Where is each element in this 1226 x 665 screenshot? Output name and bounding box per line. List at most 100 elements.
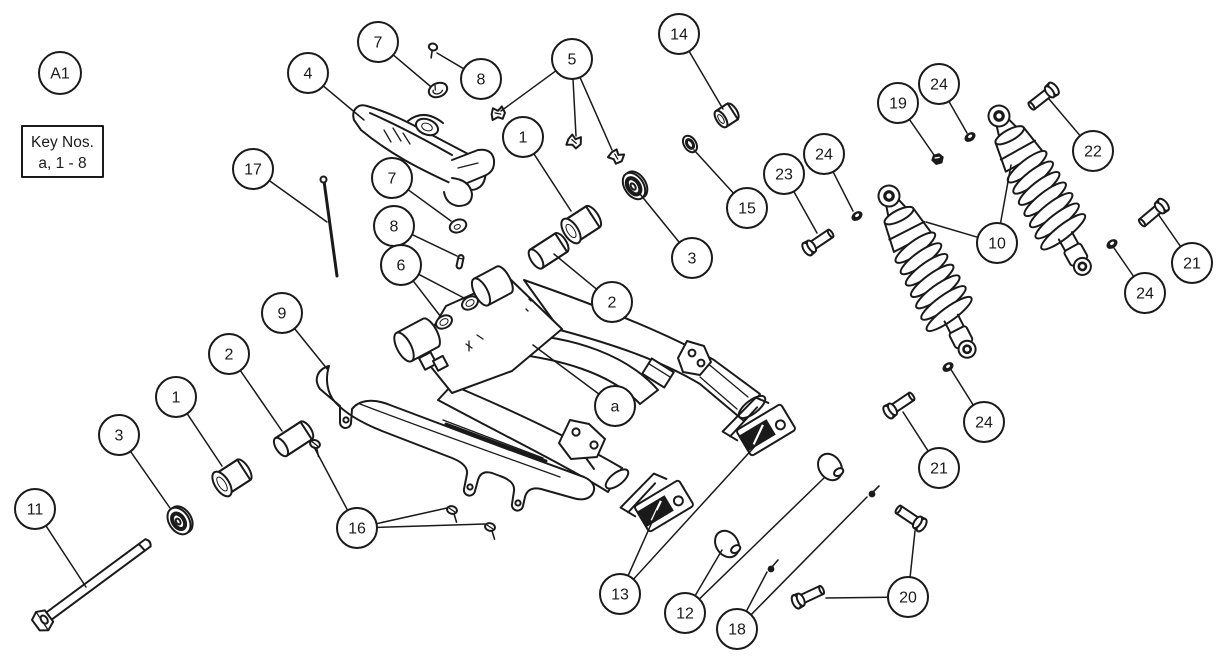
callout-balloon-16-29[interactable]: 16 (313, 446, 486, 549)
balloon-circle[interactable] (599, 573, 641, 615)
balloon-label: 22 (1084, 144, 1102, 161)
balloon-label: 6 (397, 258, 406, 275)
balloon-circle[interactable] (716, 608, 758, 650)
balloon-label: 13 (611, 587, 629, 604)
balloon-circle[interactable] (918, 447, 960, 489)
leader-line (925, 221, 979, 239)
leader-line (632, 443, 758, 580)
leader-line (639, 193, 681, 244)
balloon-circle[interactable] (976, 222, 1018, 264)
callout-balloon-24-21[interactable]: 24 (1113, 247, 1166, 314)
callout-balloon-22-18[interactable]: 22 (1048, 98, 1114, 172)
leader-line (500, 70, 557, 112)
callout-balloon-7-3[interactable]: 7 (357, 21, 431, 87)
part-pin-18a (767, 559, 779, 573)
callout-balloon-15-11[interactable]: 15 (693, 149, 768, 229)
balloon-circle[interactable] (232, 148, 274, 190)
balloon-circle[interactable] (551, 38, 593, 80)
balloon-circle[interactable] (726, 187, 768, 229)
balloon-circle[interactable] (336, 507, 378, 549)
balloon-circle[interactable] (591, 281, 633, 323)
callout-balloon-13-30[interactable]: 13 (599, 443, 758, 615)
callout-balloon-3-27[interactable]: 3 (98, 414, 171, 509)
callout-balloon-21-20[interactable]: 21 (1157, 213, 1213, 284)
callout-balloon-a-34[interactable]: a (532, 344, 636, 427)
callout-balloon-23-14[interactable]: 23 (763, 153, 818, 234)
callout-balloon-24-17[interactable]: 24 (918, 63, 968, 134)
balloon-label: 8 (390, 219, 399, 236)
balloon-label: 21 (1183, 256, 1201, 273)
callout-balloon-21-23[interactable]: 21 (902, 411, 960, 489)
callout-balloon-2-25[interactable]: 2 (208, 333, 283, 432)
balloon-circle[interactable] (877, 82, 919, 124)
callout-balloon-1-26[interactable]: 1 (155, 376, 223, 467)
callout-balloon-20-33[interactable]: 20 (825, 530, 929, 618)
balloon-circle[interactable] (261, 292, 303, 334)
callout-balloon-19-16[interactable]: 19 (877, 82, 935, 156)
part-swingarm (393, 265, 767, 493)
callout-balloon-4-2[interactable]: 4 (287, 52, 365, 121)
balloon-circle[interactable] (502, 116, 544, 158)
balloon-circle[interactable] (380, 244, 422, 286)
leader-line (948, 100, 968, 134)
balloon-circle[interactable] (155, 376, 197, 418)
callout-balloon-24-22[interactable]: 24 (949, 367, 1005, 443)
balloon-circle[interactable] (658, 13, 700, 55)
callout-balloon-A1-0[interactable]: A1 (38, 51, 82, 95)
part-shock-left (857, 172, 998, 372)
callout-balloon-18-32[interactable]: 18 (716, 496, 868, 650)
balloon-circle[interactable] (98, 414, 140, 456)
balloon-circle[interactable] (594, 385, 636, 427)
leader-line (376, 523, 486, 529)
balloon-circle[interactable] (371, 157, 413, 199)
callout-balloon-11-28[interactable]: 11 (14, 488, 87, 588)
balloon-circle[interactable] (1171, 242, 1213, 284)
callout-balloon-24-15[interactable]: 24 (803, 133, 854, 212)
callout-balloon-7-8[interactable]: 7 (371, 157, 452, 222)
leader-line (532, 344, 600, 395)
balloon-circle[interactable] (763, 153, 805, 195)
callout-balloon-2-13[interactable]: 2 (553, 253, 633, 323)
balloon-label: 5 (568, 52, 577, 69)
part-bolt-23 (799, 225, 838, 259)
callout-balloon-3-12[interactable]: 3 (639, 193, 713, 279)
balloon-circle[interactable] (208, 333, 250, 375)
balloon-circle[interactable] (664, 592, 706, 634)
balloon-circle[interactable] (287, 52, 329, 94)
balloon-circle[interactable] (671, 237, 713, 279)
balloon-circle[interactable] (887, 576, 929, 618)
leader-line (268, 179, 328, 223)
callout-balloon-5-5[interactable]: 5 (500, 38, 613, 151)
balloon-circle[interactable] (803, 133, 845, 175)
callout-balloon-8-9[interactable]: 8 (373, 205, 458, 257)
leader-line (908, 118, 935, 156)
callout-balloon-1-7[interactable]: 1 (502, 116, 572, 212)
balloon-label: 16 (348, 521, 366, 538)
balloon-circle[interactable] (38, 51, 82, 95)
callout-balloon-9-24[interactable]: 9 (261, 292, 329, 371)
balloon-circle[interactable] (357, 21, 399, 63)
callout-balloon-10-19[interactable]: 10 (925, 164, 1018, 264)
leader-line (832, 171, 854, 212)
balloon-circle[interactable] (460, 58, 502, 100)
balloon-circle[interactable] (918, 63, 960, 105)
callout-balloon-14-6[interactable]: 14 (658, 13, 724, 110)
part-spacer-2a (527, 232, 570, 270)
part-bolt-20b (891, 501, 930, 535)
balloon-circle[interactable] (1124, 272, 1166, 314)
balloon-label: 24 (1136, 286, 1154, 303)
part-spacer-2b (272, 420, 315, 458)
part-bushing-1b (211, 458, 253, 498)
balloon-label: 10 (988, 236, 1006, 253)
balloon-circle[interactable] (14, 488, 56, 530)
callout-balloon-12-31[interactable]: 12 (664, 477, 825, 634)
callout-balloon-8-4[interactable]: 8 (436, 52, 502, 100)
leader-line (412, 280, 442, 318)
balloon-label: 24 (975, 415, 993, 432)
balloon-circle[interactable] (1072, 130, 1114, 172)
balloon-label: 8 (477, 72, 486, 89)
balloon-circle[interactable] (963, 401, 1005, 443)
callout-balloon-17-1[interactable]: 17 (232, 148, 328, 223)
callout-balloon-6-10[interactable]: 6 (380, 244, 465, 318)
